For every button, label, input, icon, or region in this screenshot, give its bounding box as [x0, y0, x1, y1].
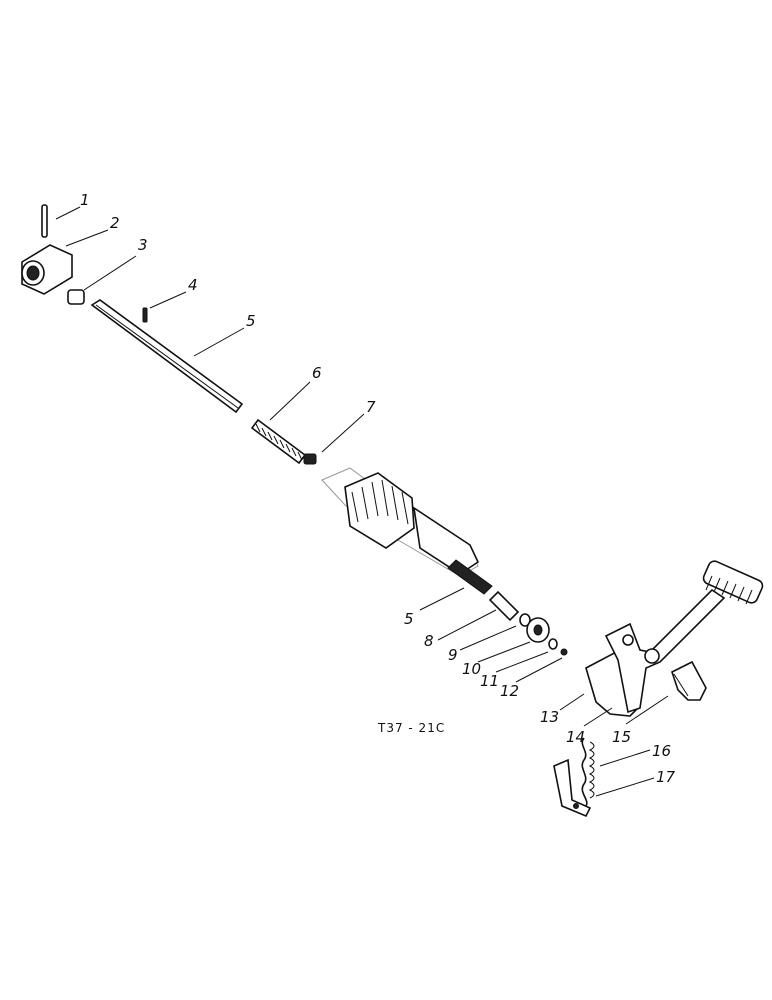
- callout-11: 11: [480, 672, 499, 690]
- callout-7: 7: [366, 398, 376, 416]
- part-12-pin: [560, 648, 568, 656]
- part-3-bushing: [67, 289, 85, 305]
- callout-2: 2: [110, 214, 120, 232]
- callout-13: 13: [540, 708, 559, 726]
- part-2-collar: [21, 244, 73, 295]
- part-16-spring: [581, 737, 595, 807]
- callout-9: 9: [448, 646, 458, 664]
- callout-12: 12: [500, 682, 519, 700]
- callout-5: 5: [246, 312, 256, 330]
- callout-6: 6: [312, 364, 322, 382]
- part-17-bracket: [553, 758, 592, 818]
- callout-16: 16: [652, 742, 671, 760]
- part-10-nut: [526, 617, 550, 643]
- part-13-pedal-lever: [585, 560, 764, 717]
- gear-shaft-assembly: [321, 467, 480, 577]
- part-7-plug: [303, 453, 317, 465]
- part-8-sleeve: [488, 590, 520, 622]
- leader-lines: [55, 206, 669, 797]
- callout-15: 15: [612, 728, 631, 746]
- part-6-spring: [250, 418, 307, 465]
- callout-4: 4: [188, 276, 198, 294]
- callout-labels: 1 2 3 4 5 6 7 5 8 9 10 11 12 13 14 15 16…: [80, 191, 676, 786]
- part-5-spring-lower: [447, 559, 493, 595]
- part-5-rod: [90, 299, 244, 414]
- callout-17: 17: [656, 768, 676, 786]
- part-9-washer: [519, 613, 531, 627]
- callout-10: 10: [462, 660, 481, 678]
- callout-3: 3: [138, 236, 148, 254]
- part-15-bolt: [671, 660, 707, 701]
- callout-1: 1: [80, 191, 90, 209]
- callout-5b: 5: [404, 610, 414, 628]
- figure-code: T37 - 21C: [377, 721, 445, 735]
- callout-14: 14: [566, 728, 585, 746]
- part-1-pin: [41, 204, 48, 238]
- callout-8: 8: [424, 632, 434, 650]
- part-11-washer: [548, 638, 558, 650]
- part-4-pin: [142, 307, 148, 323]
